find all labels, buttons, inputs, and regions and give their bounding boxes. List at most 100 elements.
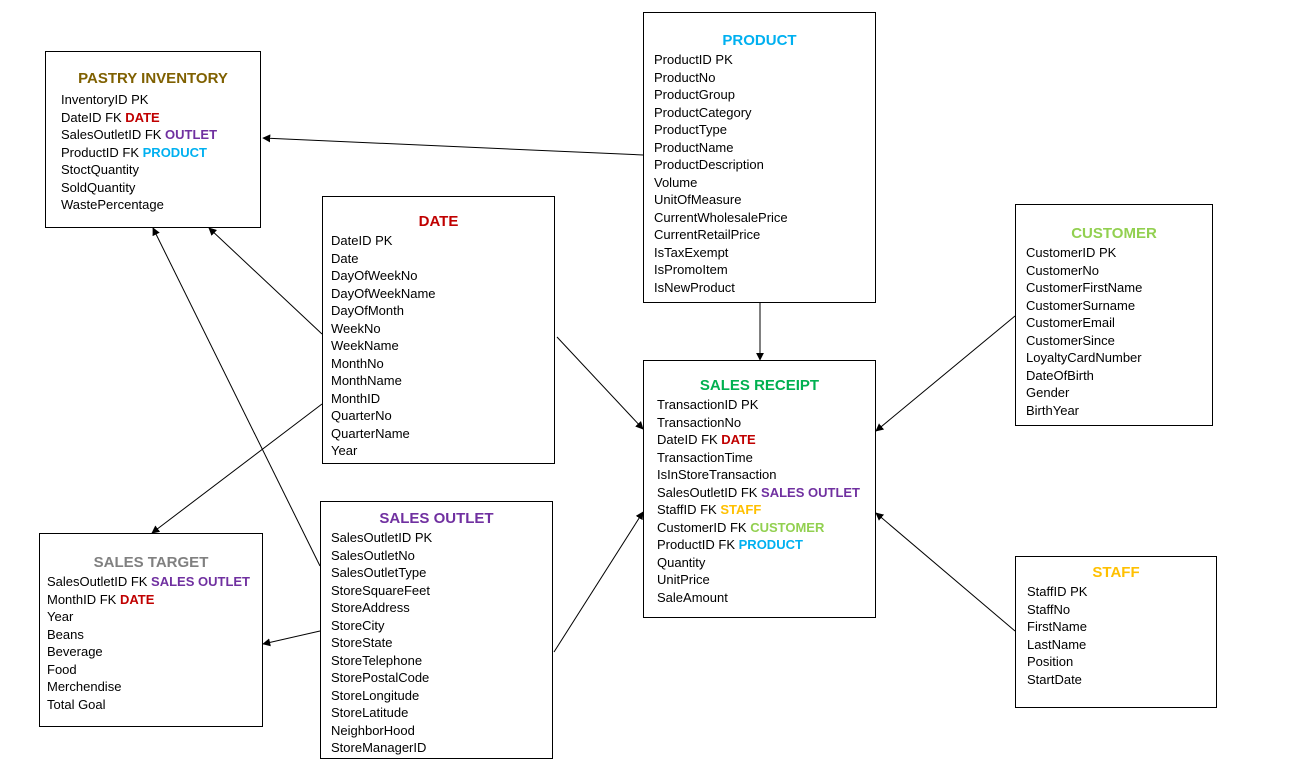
field: StartDate: [1027, 671, 1216, 689]
field: DayOfMonth: [331, 302, 554, 320]
field-name: Gender: [1026, 385, 1070, 400]
field: LoyaltyCardNumber: [1026, 349, 1212, 367]
field: SalesOutletType: [331, 564, 552, 582]
field-name: Date: [331, 250, 359, 266]
entity-sales-receipt[interactable]: SALES RECEIPT TransactionID PK Transactio…: [643, 360, 876, 618]
field: MonthName: [331, 372, 554, 390]
entity-title: STAFF: [1092, 564, 1140, 581]
field: TransactionNo: [657, 414, 875, 432]
field: StoreAddress: [331, 599, 552, 617]
field: CurrentWholesalePrice: [654, 209, 875, 227]
entity-title: SALES OUTLET: [379, 510, 494, 527]
fk-reference: OUTLET: [165, 127, 218, 142]
field-name: Merchendise: [47, 679, 122, 694]
field-name: Quantity: [657, 554, 706, 570]
field-name: QuarterName: [331, 425, 410, 441]
field-name: DayOfMonth: [331, 303, 404, 318]
field-name: SalesOutletType: [331, 565, 427, 580]
field: CustomerNo: [1026, 262, 1212, 280]
fk-reference: SALES OUTLET: [761, 484, 860, 500]
field-name: DateID FK: [61, 109, 126, 125]
connector-customer-to-sales-receipt: [875, 315, 1016, 432]
field-name: ProductNo: [654, 69, 716, 85]
field-name: StoreLatitude: [331, 705, 409, 720]
field: IsPromoItem: [654, 261, 875, 279]
field: UnitOfMeasure: [654, 191, 875, 209]
field-name: TransactionID PK: [657, 397, 759, 412]
entity-title: SALES RECEIPT: [699, 377, 820, 394]
field-name: StoreCity: [331, 617, 385, 633]
field: Beans: [47, 626, 262, 644]
field: StorePostalCode: [331, 669, 552, 687]
field-name: WastePercentage: [61, 197, 164, 212]
field: StoreState: [331, 634, 552, 652]
field: SalesOutletID PK: [331, 529, 552, 547]
field-name: MonthID FK: [47, 591, 120, 607]
field-name: CustomerEmail: [1026, 315, 1115, 330]
field: ProductNo: [654, 69, 875, 87]
field-name: SaleAmount: [657, 589, 728, 605]
field-name: DateID FK: [657, 432, 722, 447]
field-name: ProductType: [654, 122, 727, 137]
field: CustomerSince: [1026, 332, 1212, 350]
field: Date: [331, 250, 554, 268]
entity-title: DATE: [418, 213, 459, 230]
field-name: DayOfWeekName: [331, 285, 436, 301]
field-name: IsPromoItem: [654, 262, 728, 277]
field-name: CustomerSince: [1026, 332, 1115, 348]
field-name: StaffNo: [1027, 601, 1071, 617]
field-name: StoreSquareFeet: [331, 582, 431, 598]
fk-field: StaffID FK STAFF: [657, 501, 875, 519]
fk-reference: PRODUCT: [738, 537, 803, 552]
field: Total Goal: [47, 696, 262, 714]
field: CustomerSurname: [1026, 297, 1212, 315]
field-name: StartDate: [1027, 671, 1082, 687]
field: ProductGroup: [654, 86, 875, 104]
field-name: CustomerSurname: [1026, 297, 1136, 313]
field-name: CustomerID PK: [1026, 245, 1117, 260]
fk-reference: STAFF: [720, 502, 762, 517]
field-name: ProductDescription: [654, 157, 764, 172]
field: WeekName: [331, 337, 554, 355]
field: StaffNo: [1027, 601, 1216, 619]
field: MonthID: [331, 390, 554, 408]
field-name: FirstName: [1027, 619, 1087, 634]
field: CurrentRetailPrice: [654, 226, 875, 244]
field: Position: [1027, 653, 1216, 671]
field-name: ProductID FK: [657, 537, 739, 552]
field-name: ProductName: [654, 139, 734, 155]
entity-sales-target[interactable]: SALES TARGET SalesOutletID FK SALES OUTL…: [39, 533, 263, 727]
fk-field: DateID FK DATE: [61, 109, 260, 127]
field: Merchendise: [47, 678, 262, 696]
fk-field: CustomerID FK CUSTOMER: [657, 519, 875, 537]
field-name: StoreAddress: [331, 600, 410, 615]
field: StoreLongitude: [331, 687, 552, 705]
field: ProductName: [654, 139, 875, 157]
fk-field: SalesOutletID FK SALES OUTLET: [657, 484, 875, 502]
field-name: DayOfWeekNo: [331, 268, 418, 283]
fk-reference: CUSTOMER: [750, 519, 825, 535]
field-name: MonthID: [331, 390, 381, 406]
entity-title: SALES TARGET: [93, 554, 209, 571]
field: DateID PK: [331, 232, 554, 250]
field-name: Food: [47, 661, 77, 677]
field-name: StaffID FK: [657, 502, 721, 517]
connector-date-to-sales-receipt: [556, 336, 644, 430]
field-name: CurrentWholesalePrice: [654, 209, 788, 225]
field-name: DateOfBirth: [1026, 367, 1094, 383]
field-name: BirthYear: [1026, 402, 1079, 418]
field-name: MonthName: [331, 373, 402, 388]
fk-reference: DATE: [721, 432, 756, 447]
field: BirthYear: [1026, 402, 1212, 420]
field-name: Year: [47, 609, 74, 624]
field-name: StorePostalCode: [331, 670, 430, 685]
